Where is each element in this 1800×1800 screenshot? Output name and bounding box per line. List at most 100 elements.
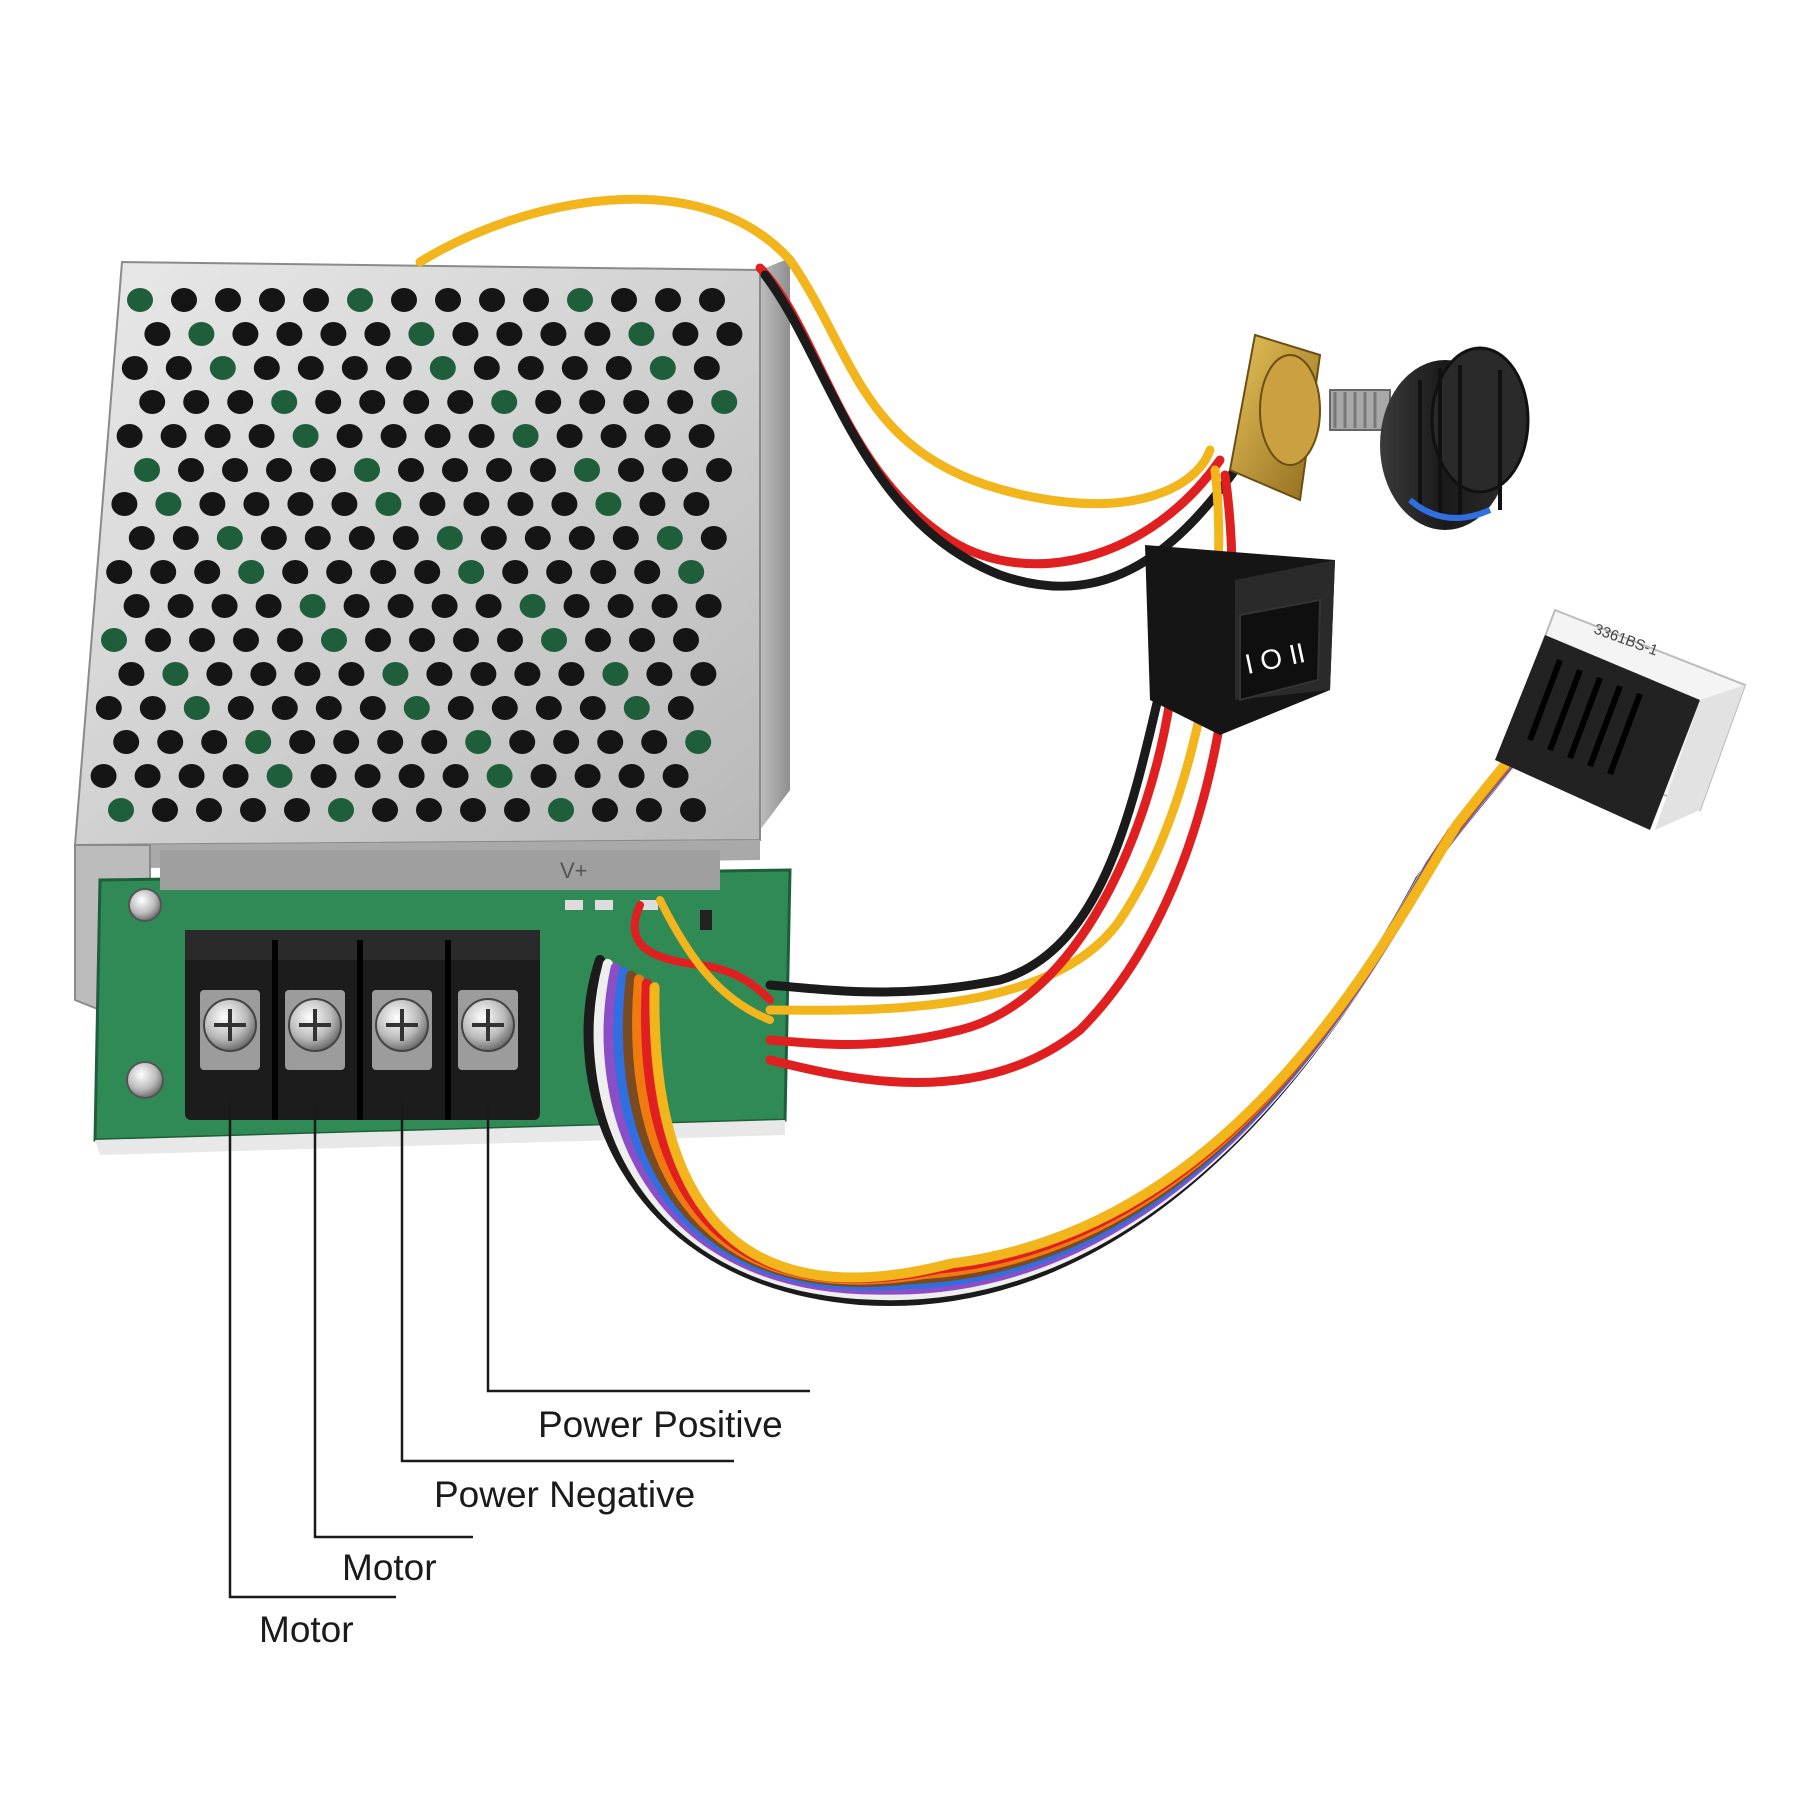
perforation-hole (553, 730, 580, 754)
case-top-plate (73, 260, 761, 847)
perforation-hole (530, 458, 556, 482)
perforation-hole (227, 696, 254, 720)
perforation-hole (139, 696, 166, 720)
perforation-hole (711, 390, 738, 414)
perforation-hole (414, 560, 441, 584)
perforation-hole (548, 798, 574, 822)
leader-power-positive (486, 1100, 810, 1393)
perforation-hole (150, 560, 177, 584)
perforation-hole (347, 288, 373, 312)
perforation-hole (667, 696, 694, 720)
perforation-hole (303, 288, 329, 312)
perforation-hole (188, 322, 215, 346)
perforation-hole (172, 526, 199, 550)
perforation-hole (644, 424, 671, 448)
perforation-hole (121, 356, 148, 380)
perforation-hole (209, 356, 236, 380)
perforation-hole (424, 424, 451, 448)
perforation-hole (108, 798, 134, 822)
perforation-hole (693, 356, 720, 380)
perforation-hole (359, 696, 386, 720)
perforation-hole (716, 322, 743, 346)
perforation-hole (408, 322, 435, 346)
perforation-hole (377, 730, 404, 754)
perforation-hole (634, 560, 661, 584)
perforation-hole (592, 798, 618, 822)
perforation-hole (523, 288, 549, 312)
perforation-hole (468, 424, 495, 448)
perforation-hole (348, 526, 375, 550)
perforation-hole (183, 696, 210, 720)
perforation-hole (194, 560, 221, 584)
perforation-hole (706, 458, 732, 482)
perforation-hole (475, 594, 502, 618)
perforation-hole (380, 424, 407, 448)
perforation-hole (678, 560, 705, 584)
perforation-hole (171, 288, 197, 312)
perforation-hole (416, 798, 442, 822)
screw-icon (126, 1061, 164, 1099)
perforation-hole (331, 492, 358, 516)
perforation-hole (155, 492, 182, 516)
perforation-hole (680, 798, 706, 822)
perforation-hole (502, 560, 529, 584)
perforation-hole (233, 628, 259, 652)
perforation-hole (600, 424, 627, 448)
perforation-hole (232, 322, 259, 346)
perforation-hole (541, 628, 567, 652)
perforation-hole (113, 730, 140, 754)
perforation-hole (211, 594, 238, 618)
perforation-hole (655, 288, 681, 312)
perforation-hole (271, 696, 298, 720)
perforation-hole (118, 662, 145, 686)
perforation-hole (243, 492, 270, 516)
perforation-hole (157, 730, 184, 754)
perforation-hole (178, 458, 204, 482)
perforation-hole (649, 356, 676, 380)
perforation-hole (429, 356, 456, 380)
perforation-hole (612, 526, 639, 550)
perforation-hole (310, 764, 337, 788)
perforation-hole (354, 764, 381, 788)
perforation-hole (310, 458, 336, 482)
perforation-hole (123, 594, 150, 618)
perforation-hole (250, 662, 277, 686)
perforation-hole (546, 560, 573, 584)
ribbon-harness (583, 708, 1562, 1307)
perforation-hole (139, 390, 166, 414)
perforation-hole (535, 696, 562, 720)
perforation-hole (656, 526, 683, 550)
perforation-hole (292, 424, 319, 448)
perforation-hole (551, 492, 578, 516)
perforation-hole (364, 322, 391, 346)
perforation-hole (271, 390, 298, 414)
connector: 3361BS-1 (1495, 608, 1747, 830)
perforation-hole (605, 356, 632, 380)
perforation-hole (321, 628, 347, 652)
perforation-hole (227, 390, 254, 414)
perforation-hole (336, 424, 363, 448)
perforation-hole (470, 662, 497, 686)
perforation-hole (509, 730, 536, 754)
perforation-hole (382, 662, 409, 686)
perforation-hole (101, 628, 127, 652)
perforation-hole (517, 356, 544, 380)
terminal-labels: Power Positive Power Negative Motor Moto… (259, 1404, 783, 1650)
case-side-flange (760, 258, 790, 830)
perforation-hole (299, 594, 326, 618)
perforation-hole (199, 492, 226, 516)
perforation-hole (165, 356, 192, 380)
perforation-hole (294, 662, 321, 686)
perforation-hole (519, 594, 546, 618)
perforation-hole (260, 526, 287, 550)
perforation-hole (574, 458, 600, 482)
label-power-negative: Power Negative (434, 1474, 695, 1515)
perforation-hole (479, 288, 505, 312)
perforation-hole (568, 526, 595, 550)
perforation-hole (524, 526, 551, 550)
perforation-hole (95, 696, 122, 720)
perforation-hole (326, 560, 353, 584)
perforation-hole (134, 458, 160, 482)
perforation-hole (700, 526, 727, 550)
